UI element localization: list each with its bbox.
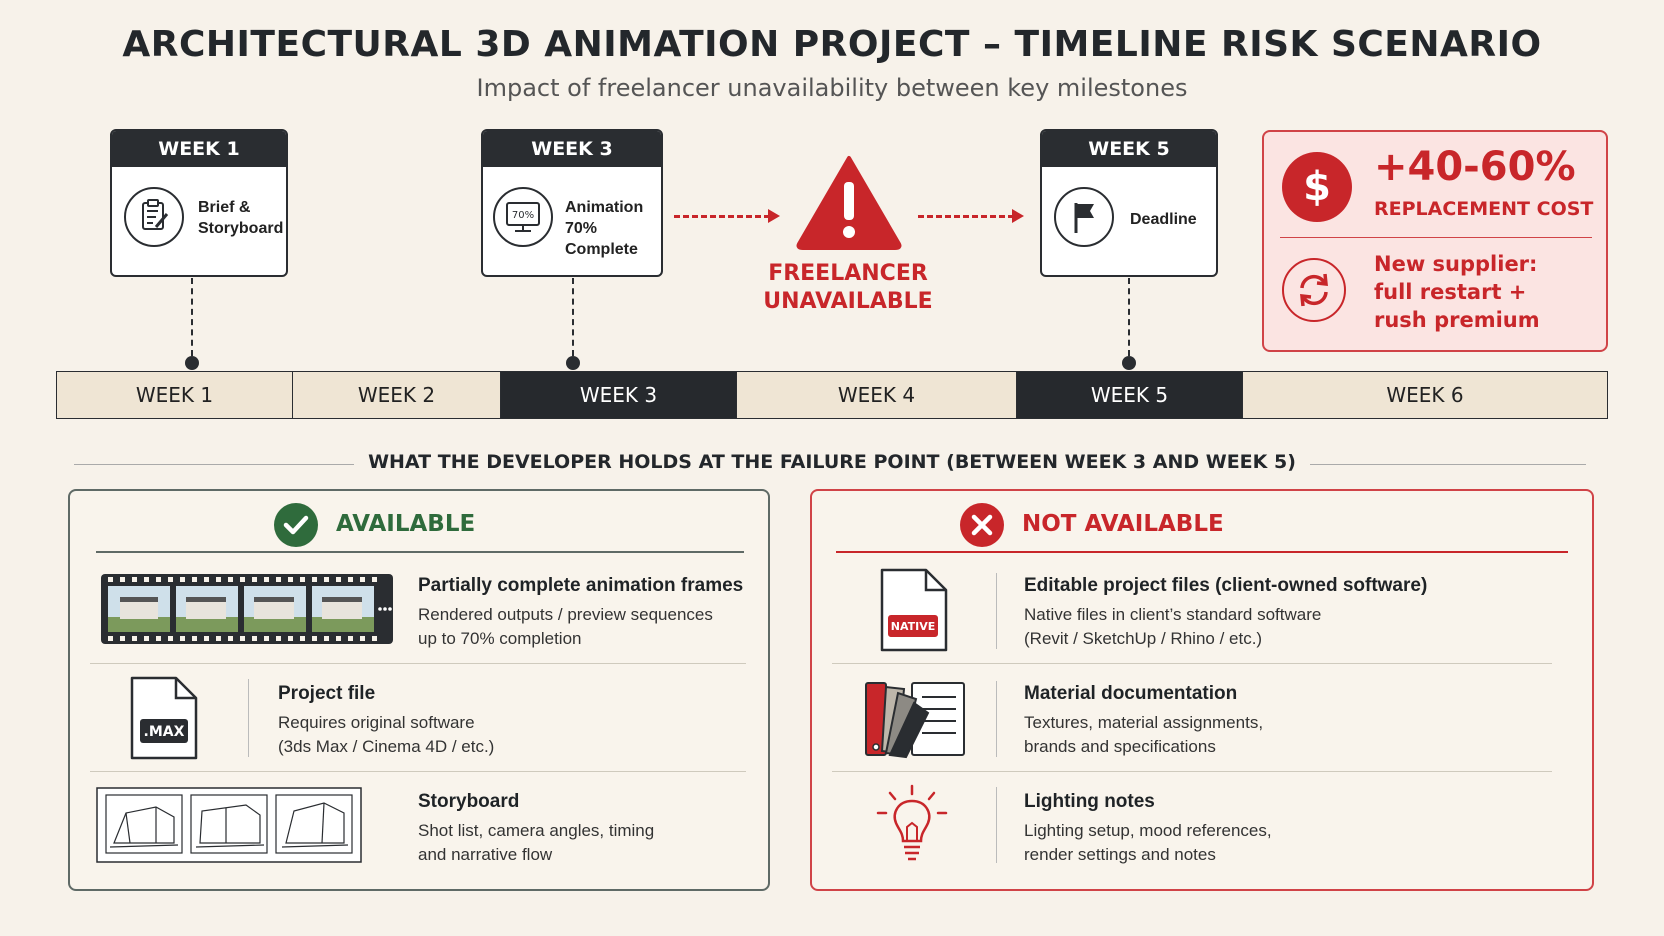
milestone-week1-header: WEEK 1 xyxy=(112,131,286,167)
not-available-item1-desc2: (Revit / SketchUp / Rhino / etc.) xyxy=(1024,629,1263,648)
milestone-week5-card: WEEK 5 Deadline xyxy=(1040,129,1218,277)
new-supplier-line1: New supplier: xyxy=(1374,252,1538,276)
lightbulb-icon xyxy=(872,783,952,877)
monitor-icon-text: 70% xyxy=(512,210,534,221)
available-item1-title: Partially complete animation frames xyxy=(418,575,744,596)
arrow-to-deadline-head xyxy=(1012,209,1024,223)
timeline-week6: WEEK 6 xyxy=(1243,372,1607,418)
milestone-week3-connector xyxy=(572,278,574,356)
new-supplier-text: New supplier: full restart + rush premiu… xyxy=(1374,250,1540,334)
available-row-divider xyxy=(90,663,746,664)
not-available-heading-rule xyxy=(836,551,1568,553)
x-circle-icon xyxy=(960,503,1004,547)
not-available-item1-separator xyxy=(996,573,997,649)
timeline-bar: WEEK 1 WEEK 2 WEEK 3 WEEK 4 WEEK 5 WEEK … xyxy=(56,371,1608,419)
available-item2-desc2: (3ds Max / Cinema 4D / etc.) xyxy=(278,737,495,756)
available-row-divider xyxy=(90,771,746,772)
arrow-to-alert-head xyxy=(768,209,780,223)
not-available-item3-desc1: Lighting setup, mood references, xyxy=(1024,821,1272,840)
arrow-to-alert xyxy=(674,215,770,218)
replacement-cost-label: REPLACEMENT COST xyxy=(1374,198,1594,220)
not-available-item1-desc1: Native files in client’s standard softwa… xyxy=(1024,605,1322,624)
timeline-week4: WEEK 4 xyxy=(737,372,1017,418)
dollar-icon: $ xyxy=(1282,152,1352,222)
native-file-icon: NATIVE xyxy=(878,567,950,657)
available-item1-desc2: up to 70% completion xyxy=(418,629,582,648)
available-heading: AVAILABLE xyxy=(336,511,476,537)
freelancer-unavailable-line1: FREELANCER xyxy=(768,261,928,286)
not-available-row-divider xyxy=(832,663,1552,664)
max-file-icon: .MAX xyxy=(128,675,200,765)
available-panel: AVAILABLE Partially complete animation f… xyxy=(68,489,770,891)
milestone-week1-line1: Brief & xyxy=(198,199,251,216)
not-available-item2-separator xyxy=(996,681,997,757)
milestone-week1-dot xyxy=(185,356,199,370)
section-heading: WHAT THE DEVELOPER HOLDS AT THE FAILURE … xyxy=(354,451,1310,473)
new-supplier-line2: full restart + xyxy=(1374,280,1527,304)
milestone-week3-card: WEEK 3 70% Animation 70% Complete xyxy=(481,129,663,277)
not-available-item3-desc2: render settings and notes xyxy=(1024,845,1216,864)
freelancer-unavailable-label: FREELANCER UNAVAILABLE xyxy=(740,260,956,316)
available-item2-desc1: Requires original software xyxy=(278,713,475,732)
available-item3-desc2: and narrative flow xyxy=(418,845,553,864)
new-supplier-line3: rush premium xyxy=(1374,308,1540,332)
timeline-week1: WEEK 1 xyxy=(57,372,293,418)
monitor-icon: 70% xyxy=(493,187,553,247)
milestone-week5-dot xyxy=(1122,356,1136,370)
not-available-item2-title: Material documentation xyxy=(1024,683,1238,704)
not-available-row-divider xyxy=(832,771,1552,772)
available-item2-title: Project file xyxy=(278,683,376,704)
not-available-panel: NOT AVAILABLE NATIVE Editable project fi… xyxy=(810,489,1594,891)
not-available-heading: NOT AVAILABLE xyxy=(1022,511,1224,537)
flag-icon xyxy=(1054,187,1114,247)
milestone-week1-card: WEEK 1 Brief & Storyboard xyxy=(110,129,288,277)
replacement-cost-percent: +40-60% xyxy=(1374,144,1576,190)
cost-impact-box: $ +40-60% REPLACEMENT COST New supplier:… xyxy=(1262,130,1608,352)
max-file-tag: .MAX xyxy=(144,724,185,740)
filmstrip-icon xyxy=(100,573,394,649)
page-subtitle: Impact of freelancer unavailability betw… xyxy=(476,74,1188,102)
milestone-week3-dot xyxy=(566,356,580,370)
timeline-week3: WEEK 3 xyxy=(501,372,737,418)
milestone-week1-line2: Storyboard xyxy=(198,220,284,237)
available-item3-desc1: Shot list, camera angles, timing xyxy=(418,821,655,840)
refresh-icon xyxy=(1282,258,1346,322)
milestone-week5-connector xyxy=(1128,278,1130,356)
available-item2-separator xyxy=(248,679,249,757)
available-item3-title: Storyboard xyxy=(418,791,520,812)
milestone-week1-connector xyxy=(191,278,193,356)
available-heading-rule xyxy=(96,551,744,553)
milestone-week5-header: WEEK 5 xyxy=(1042,131,1216,167)
native-file-tag: NATIVE xyxy=(891,620,936,633)
arrow-to-deadline xyxy=(918,215,1014,218)
storyboard-icon xyxy=(96,787,362,867)
milestone-week3-line2: 70% Complete xyxy=(565,220,638,258)
milestone-week3-line1: Animation xyxy=(565,199,644,216)
freelancer-unavailable-line2: UNAVAILABLE xyxy=(763,289,933,314)
not-available-item2-desc1: Textures, material assignments, xyxy=(1024,713,1264,732)
not-available-item2-desc2: brands and specifications xyxy=(1024,737,1216,756)
milestone-week5-line1: Deadline xyxy=(1130,211,1197,228)
timeline-week5: WEEK 5 xyxy=(1017,372,1243,418)
timeline-week2: WEEK 2 xyxy=(293,372,501,418)
swatch-book-icon xyxy=(862,679,968,763)
checkmark-icon xyxy=(274,503,318,547)
clipboard-icon xyxy=(124,187,184,247)
not-available-item3-title: Lighting notes xyxy=(1024,791,1155,812)
warning-icon xyxy=(795,154,903,254)
cost-box-divider xyxy=(1280,237,1592,238)
milestone-week3-header: WEEK 3 xyxy=(483,131,661,167)
page-title: ARCHITECTURAL 3D ANIMATION PROJECT – TIM… xyxy=(122,24,1542,65)
not-available-item1-title: Editable project files (client-owned sof… xyxy=(1024,575,1428,596)
not-available-item3-separator xyxy=(996,787,997,863)
available-item1-desc1: Rendered outputs / preview sequences xyxy=(418,605,713,624)
